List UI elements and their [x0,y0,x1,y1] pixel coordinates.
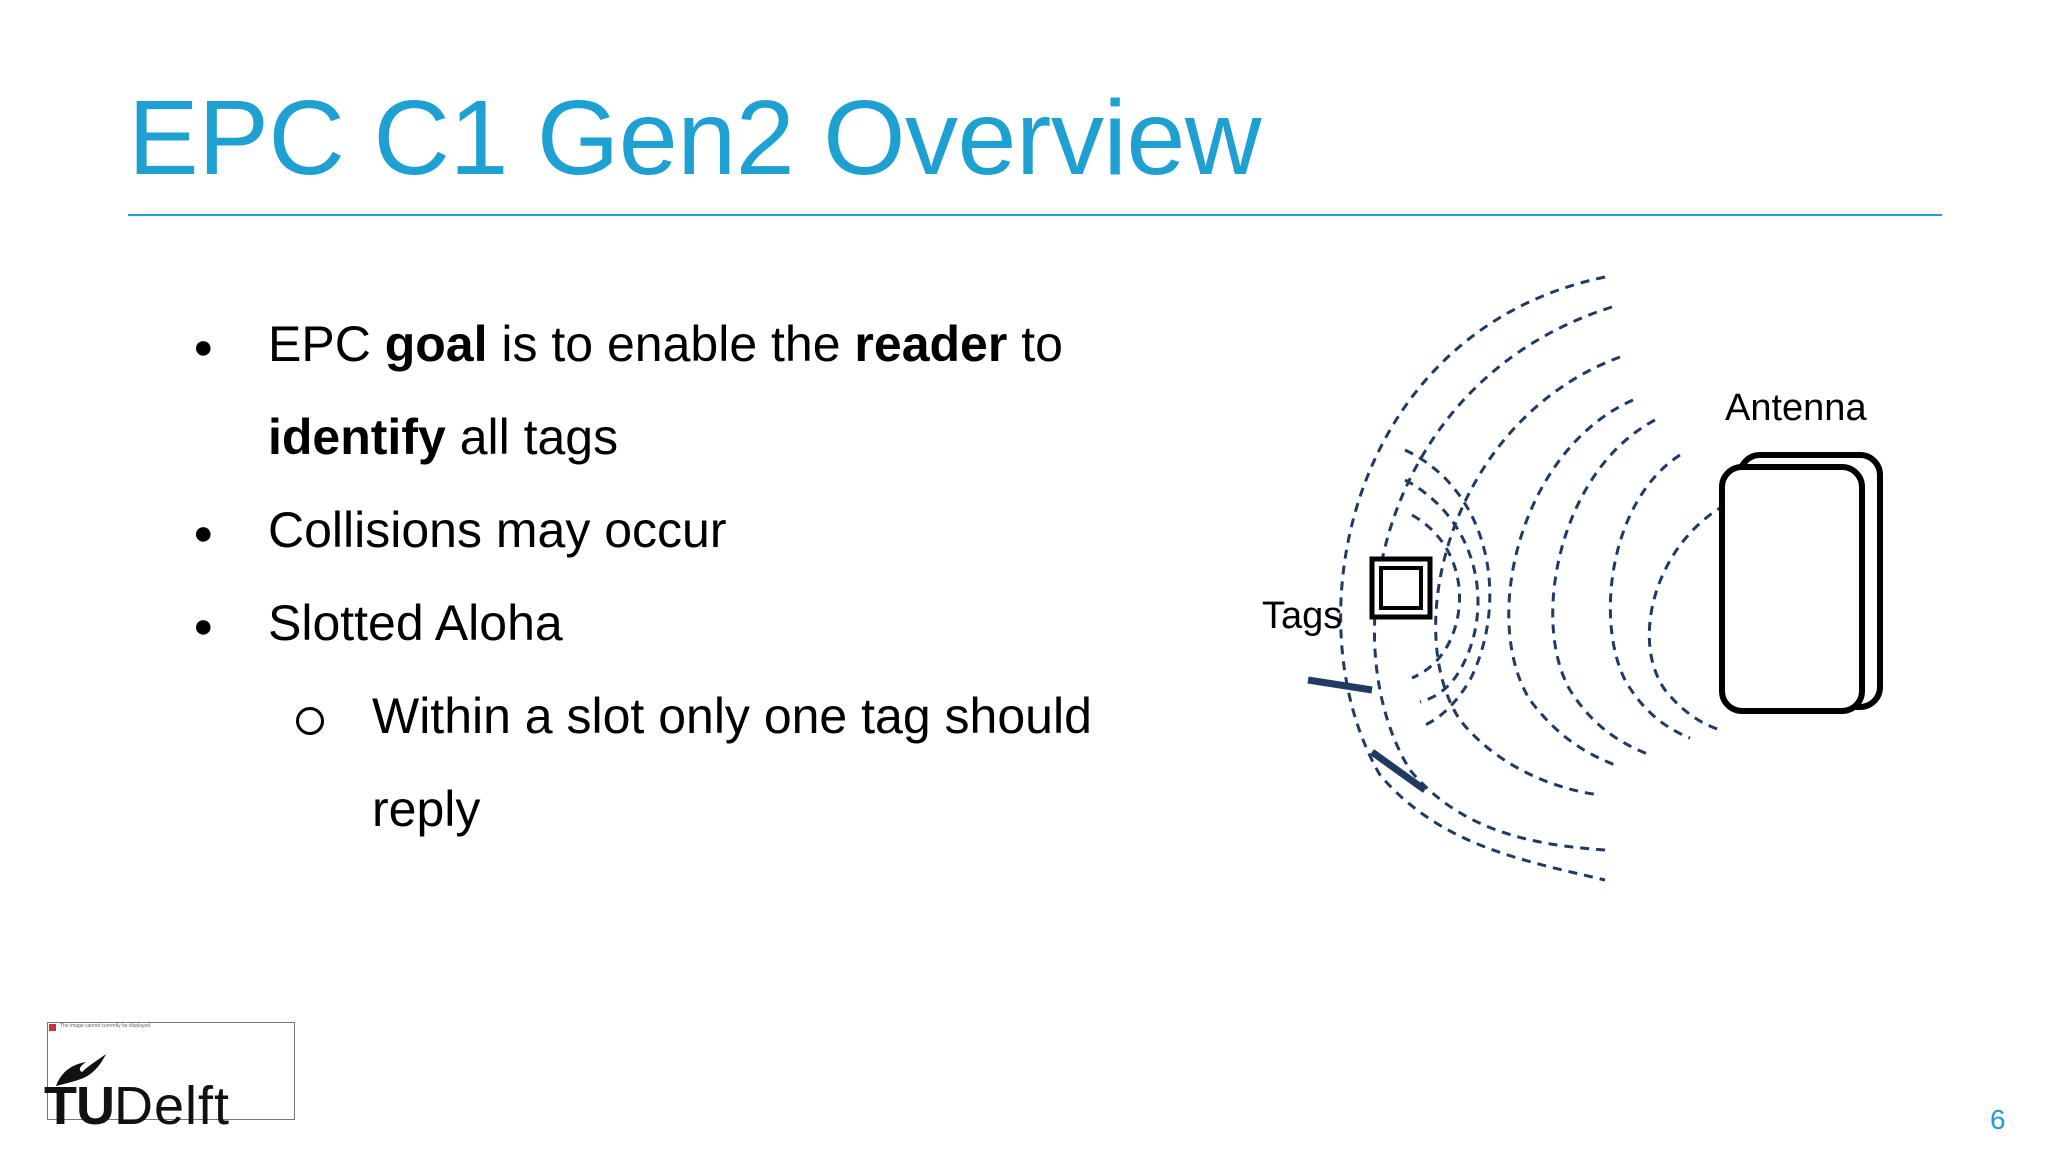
title-divider [128,214,1942,216]
bullet-2: Collisions may occur [268,502,727,558]
tag-inner [1379,566,1423,610]
tudelft-logo: TUDelft [44,1076,230,1136]
logo-frame [47,1022,295,1120]
antenna-icon [1719,464,1865,714]
wave-arc [1373,305,1613,852]
wave-arc [1434,355,1621,797]
antenna-label: Antenna [1725,387,1867,429]
sub-bullet-line-1: Within a slot only one tag should [372,688,1092,744]
radio-waves [1339,275,1726,882]
bullet-dot: ● [193,607,214,645]
text-run: to [1007,316,1063,372]
logo-delft: Delft [113,1076,231,1136]
bullet-dot: ● [193,328,214,366]
reflected-arc [1404,448,1492,727]
logo-tu: TU [44,1076,115,1136]
broken-image-note: The image cannot currently be displayed. [60,1023,152,1029]
bold-goal: goal [384,316,488,372]
wave-arc [1507,398,1634,767]
wave-edge-upper [1307,676,1373,694]
wave-edge-lower [1369,749,1428,793]
sub-bullet-ring [296,707,324,735]
text-run: EPC [268,316,385,372]
wave-arc [1339,275,1606,882]
bullet-dot: ● [193,514,214,552]
slide-title: EPC C1 Gen2 Overview [128,79,1261,197]
bullet-1-line-1: EPC goal is to enable the reader to [268,314,1063,374]
wave-arc [1608,453,1691,740]
wave-arc [1551,418,1656,757]
text-run: is to enable the [487,316,855,372]
tudelft-flame-icon [56,1054,106,1086]
sub-bullet-line-2: reply [372,781,481,837]
bold-identify: identify [268,409,446,465]
wave-arc [1647,503,1726,732]
reflected-arc [1404,478,1480,704]
broken-image-icon [49,1024,56,1031]
bold-reader: reader [854,316,1008,372]
bullet-3: Slotted Aloha [268,595,563,651]
page-number: 6 [1990,1104,2006,1135]
tags-label: Tags [1262,595,1342,637]
bullet-1-line-2: identify all tags [268,407,618,467]
text-run: all tags [445,409,619,465]
reflected-arc [1411,513,1461,680]
